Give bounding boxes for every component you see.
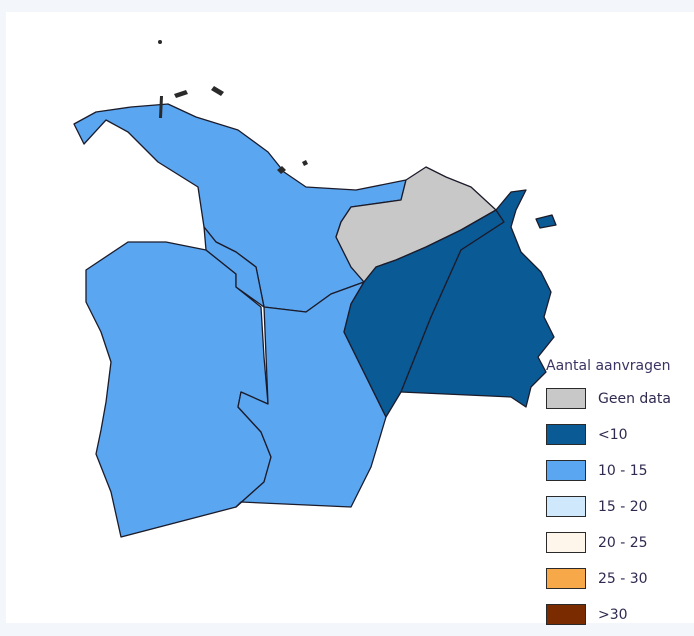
island-north-bar — [159, 96, 163, 118]
legend-item-25-30: 25 - 30 — [546, 564, 694, 593]
island-north-small — [174, 90, 188, 98]
legend-swatch — [546, 460, 586, 481]
legend-swatch — [546, 424, 586, 445]
legend-item-geen-data: Geen data — [546, 384, 694, 413]
region-east-far[interactable] — [400, 189, 555, 408]
choropleth-map — [73, 40, 557, 538]
island-tiny — [302, 160, 308, 166]
legend-label: >30 — [598, 606, 628, 623]
legend-item-gt-30: >30 — [546, 600, 694, 629]
island-dot — [158, 40, 162, 44]
legend-label: 10 - 15 — [598, 462, 648, 479]
legend-label: 25 - 30 — [598, 570, 648, 587]
island-small-dark — [277, 166, 286, 174]
map-panel: Aantal aanvragen Geen data <10 10 - 15 1… — [6, 12, 694, 625]
island-north-small-2 — [211, 86, 224, 96]
legend-item-20-25: 20 - 25 — [546, 528, 694, 557]
legend-label: <10 — [598, 426, 628, 443]
legend-swatch — [546, 568, 586, 589]
legend: Aantal aanvragen Geen data <10 10 - 15 1… — [546, 358, 694, 636]
legend-item-10-15: 10 - 15 — [546, 456, 694, 485]
legend-label: 15 - 20 — [598, 498, 648, 515]
legend-swatch — [546, 604, 586, 625]
region-center-south[interactable] — [235, 281, 387, 508]
legend-item-15-20: 15 - 20 — [546, 492, 694, 521]
legend-label: Geen data — [598, 390, 671, 407]
legend-swatch — [546, 496, 586, 517]
legend-swatch — [546, 388, 586, 409]
legend-item-lt-10: <10 — [546, 420, 694, 449]
island-east — [535, 214, 557, 229]
legend-label: 20 - 25 — [598, 534, 648, 551]
legend-title: Aantal aanvragen — [546, 358, 671, 374]
legend-swatch — [546, 532, 586, 553]
